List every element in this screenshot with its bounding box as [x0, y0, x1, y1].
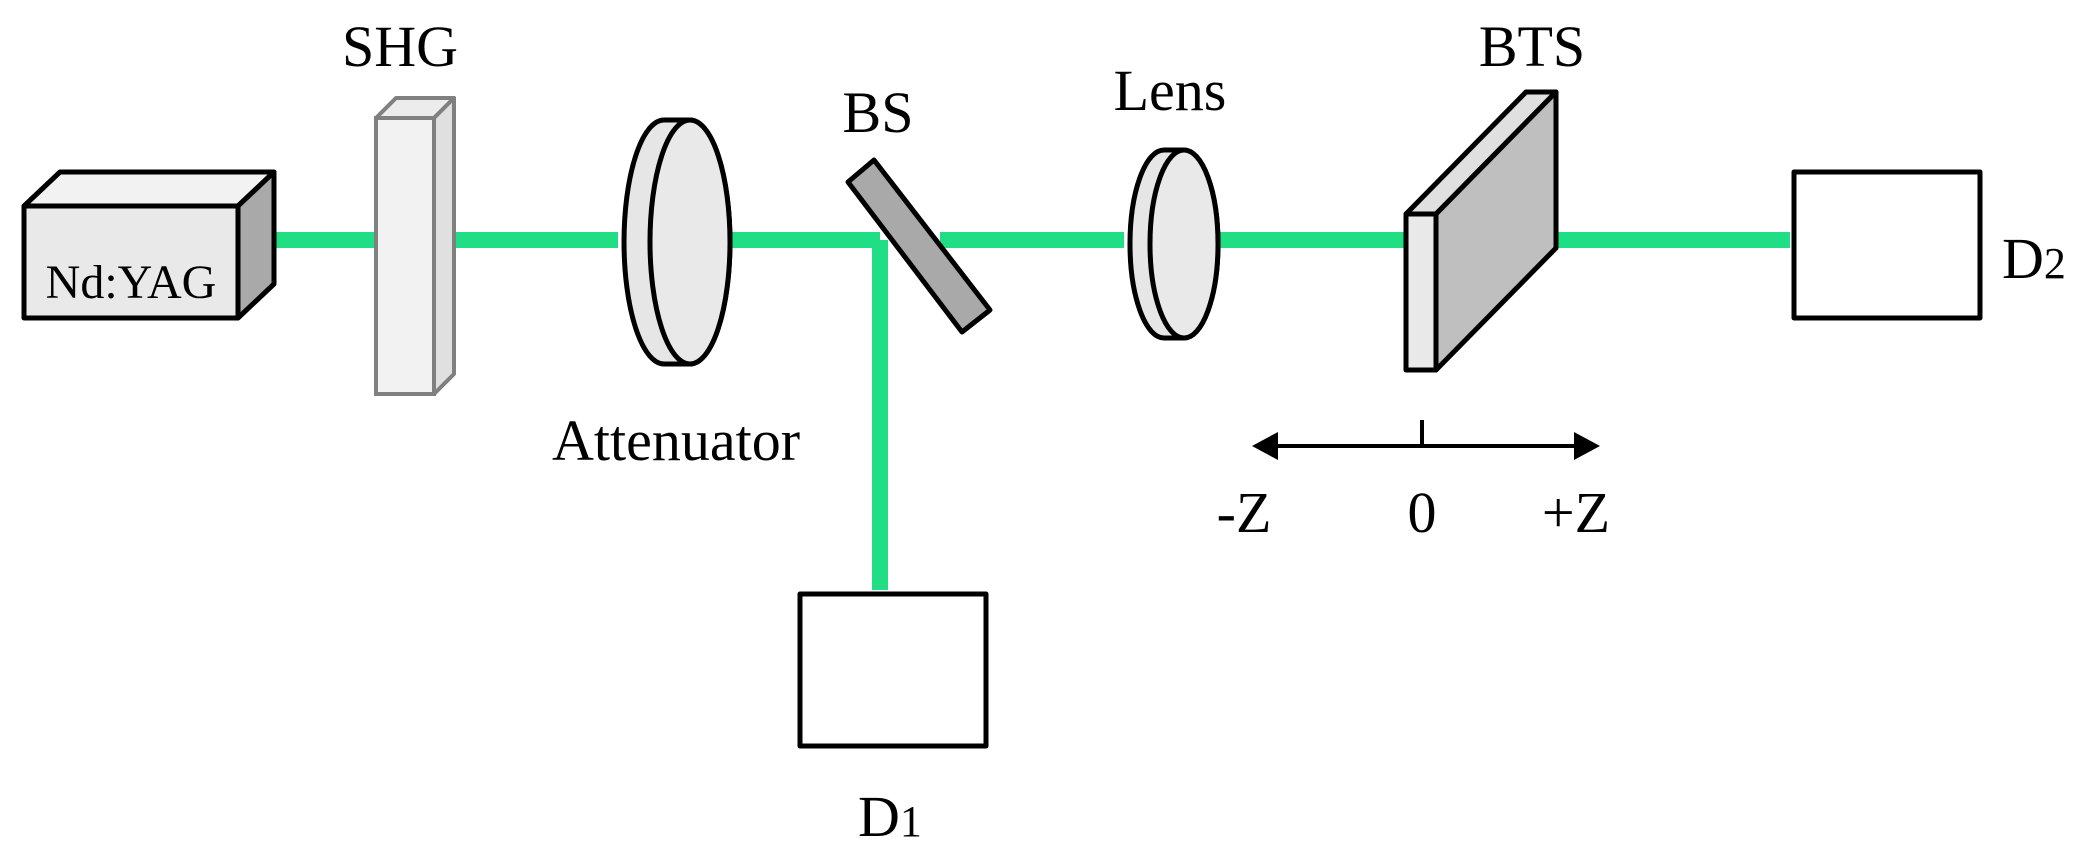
minus-z-label: -Z [1217, 480, 1272, 545]
shg-label: SHG [342, 14, 458, 79]
detector-d2: D2 [1791, 169, 2066, 321]
beam-splitter: BS [843, 80, 993, 335]
shg-front-face [374, 116, 436, 396]
lens-label: Lens [1114, 58, 1227, 123]
laser-top-face [21, 169, 277, 209]
bts-front-face [1403, 211, 1439, 373]
attenuator-label: Attenuator [552, 408, 800, 473]
attenuator-face [647, 117, 733, 367]
plus-z-label: +Z [1542, 480, 1610, 545]
z-axis-right-arrowhead [1574, 432, 1600, 460]
bts-sample: BTS [1403, 14, 1585, 373]
lens: Lens [1114, 58, 1227, 341]
lens-face [1147, 147, 1221, 341]
detector-d1: D1 [797, 591, 989, 849]
shg-crystal: SHG [342, 14, 458, 396]
beam-splitter-plate [845, 157, 993, 335]
laser-front-face [21, 203, 241, 321]
zero-label: 0 [1408, 480, 1437, 545]
z-scan-axis: -Z 0 +Z [1217, 420, 1610, 545]
detector-d2-box [1791, 169, 1983, 321]
beam-splitter-label: BS [843, 80, 914, 145]
bts-label: BTS [1479, 14, 1585, 79]
z-axis-left-arrowhead [1252, 432, 1278, 460]
detector-d1-box [797, 591, 989, 749]
attenuator: Attenuator [552, 117, 800, 473]
laser-source: Nd:YAG [21, 169, 277, 321]
shg-side-face [432, 96, 456, 396]
detector-d1-label: D1 [858, 784, 922, 849]
detector-d2-label: D2 [2002, 226, 2066, 291]
laser-label: Nd:YAG [46, 256, 217, 309]
